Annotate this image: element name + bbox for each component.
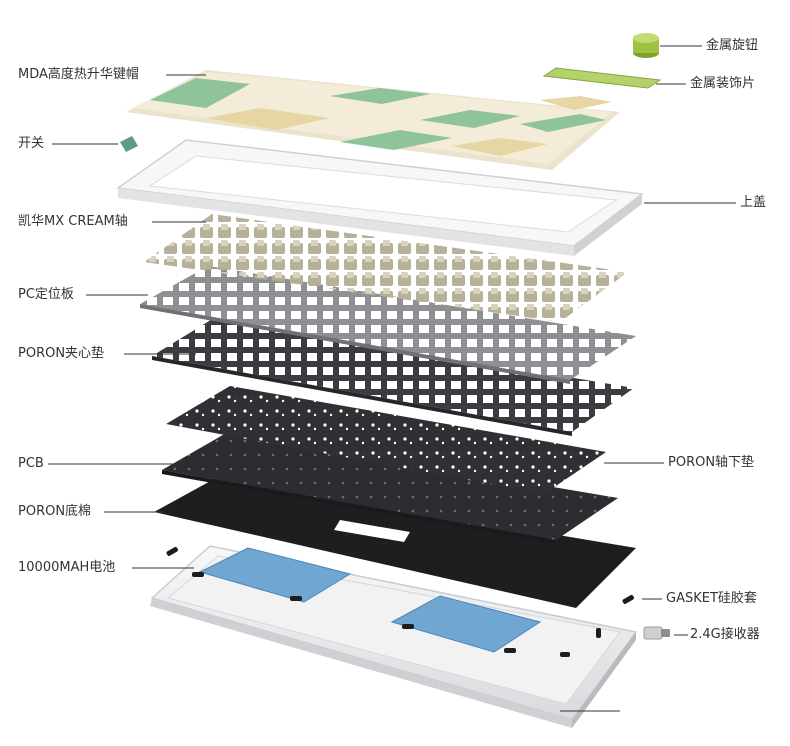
receiver-icon xyxy=(644,627,670,639)
label-poron-middle: PORON夹心垫 xyxy=(18,346,104,362)
metal-badge-icon xyxy=(544,68,660,88)
label-keycaps: MDA高度热升华键帽 xyxy=(18,67,139,83)
label-receiver: 2.4G接收器 xyxy=(690,627,760,643)
label-metal-badge: 金属装饰片 xyxy=(690,76,755,92)
label-metal-knob: 金属旋钮 xyxy=(706,38,758,54)
label-switch-toggle: 开关 xyxy=(18,136,44,152)
label-pcb: PCB xyxy=(18,456,44,472)
label-gasket: GASKET硅胶套 xyxy=(666,591,757,607)
label-poron-switch-pad: PORON轴下垫 xyxy=(668,455,754,471)
switch-toggle-part xyxy=(120,136,138,152)
label-poron-bottom: PORON底棉 xyxy=(18,504,91,520)
label-pc-plate: PC定位板 xyxy=(18,287,74,303)
metal-knob-icon xyxy=(633,33,659,58)
label-battery: 10000MAH电池 xyxy=(18,560,115,576)
label-switches: 凯华MX CREAM轴 xyxy=(18,214,128,230)
label-top-cover: 上盖 xyxy=(740,195,766,211)
